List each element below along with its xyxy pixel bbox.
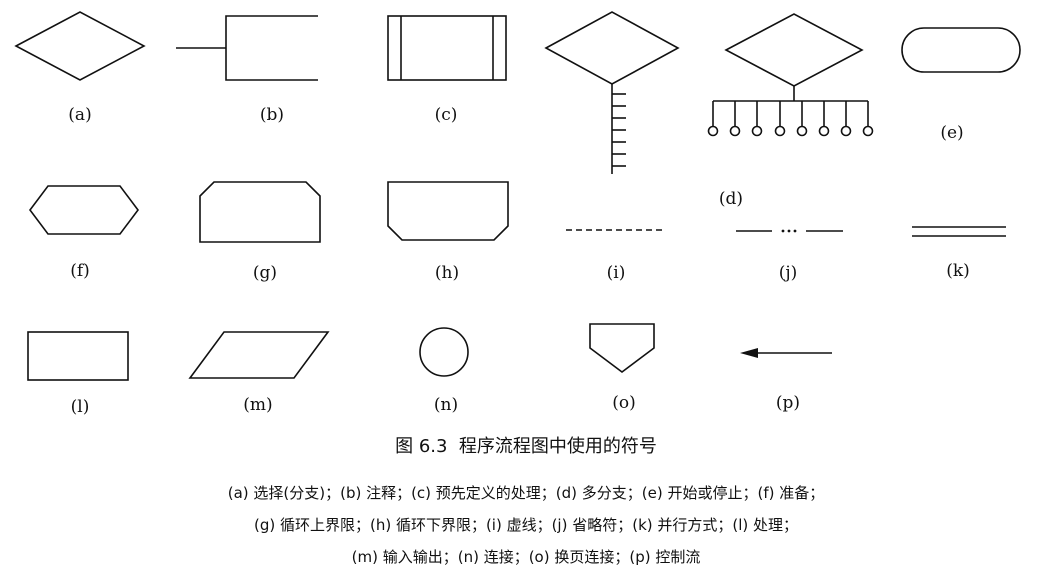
symbol-d-branch-comb xyxy=(544,11,680,174)
symbol-a-decision: (a) xyxy=(14,11,146,125)
symbol-k-label: (k) xyxy=(946,261,970,281)
caption-title: 图 6.3 程序流程图中使用的符号 xyxy=(395,436,657,457)
symbol-c-predefined-process: (c) xyxy=(387,15,507,125)
symbol-a-label: (a) xyxy=(68,105,91,125)
symbol-p-control-flow: (p) xyxy=(740,348,832,413)
symbol-j-ellipsis: (j) xyxy=(736,229,843,283)
symbol-p-label: (p) xyxy=(776,393,800,413)
symbol-m-input-output: (m) xyxy=(188,331,330,415)
symbol-n-label: (n) xyxy=(434,395,458,415)
caption-line-3: (m) 输入输出；(n) 连接；(o) 换页连接；(p) 控制流 xyxy=(352,548,701,566)
symbol-m-label: (m) xyxy=(243,395,272,415)
symbol-o-label: (o) xyxy=(612,393,636,413)
symbol-d-multi-branch: (d) xyxy=(707,13,874,209)
caption-line-2: (g) 循环上界限；(h) 循环下界限；(i) 虚线；(j) 省略符；(k) 并… xyxy=(254,516,798,534)
multi-branch-terminals xyxy=(707,101,874,137)
symbol-e-terminator: (e) xyxy=(901,27,1021,143)
symbol-c-label: (c) xyxy=(435,105,458,125)
symbol-i-dashed-line: (i) xyxy=(566,229,666,283)
caption-line-1: (a) 选择(分支)；(b) 注释；(c) 预先定义的处理；(d) 多分支；(e… xyxy=(228,484,825,502)
symbol-o-offpage-connector: (o) xyxy=(589,323,655,413)
symbol-l-label: (l) xyxy=(71,397,90,417)
symbol-f-label: (f) xyxy=(70,261,90,281)
symbol-n-connector: (n) xyxy=(419,327,469,415)
symbol-h-loop-lower-limit: (h) xyxy=(387,181,509,283)
symbol-b-annotation: (b) xyxy=(176,15,318,125)
symbol-g-loop-upper-limit: (g) xyxy=(199,181,321,283)
symbol-b-label: (b) xyxy=(260,105,284,125)
figure-caption: 图 6.3 程序流程图中使用的符号 (a) 选择(分支)；(b) 注释；(c) … xyxy=(228,436,825,566)
symbol-j-label: (j) xyxy=(779,263,798,283)
symbol-h-label: (h) xyxy=(435,263,459,283)
symbol-g-label: (g) xyxy=(253,263,277,283)
symbol-l-process: (l) xyxy=(27,331,129,417)
symbol-f-preparation: (f) xyxy=(29,185,139,281)
symbol-i-label: (i) xyxy=(607,263,626,283)
symbol-d-label: (d) xyxy=(719,189,743,209)
symbol-e-label: (e) xyxy=(940,123,963,143)
symbol-k-parallel-mode: (k) xyxy=(912,226,1006,281)
